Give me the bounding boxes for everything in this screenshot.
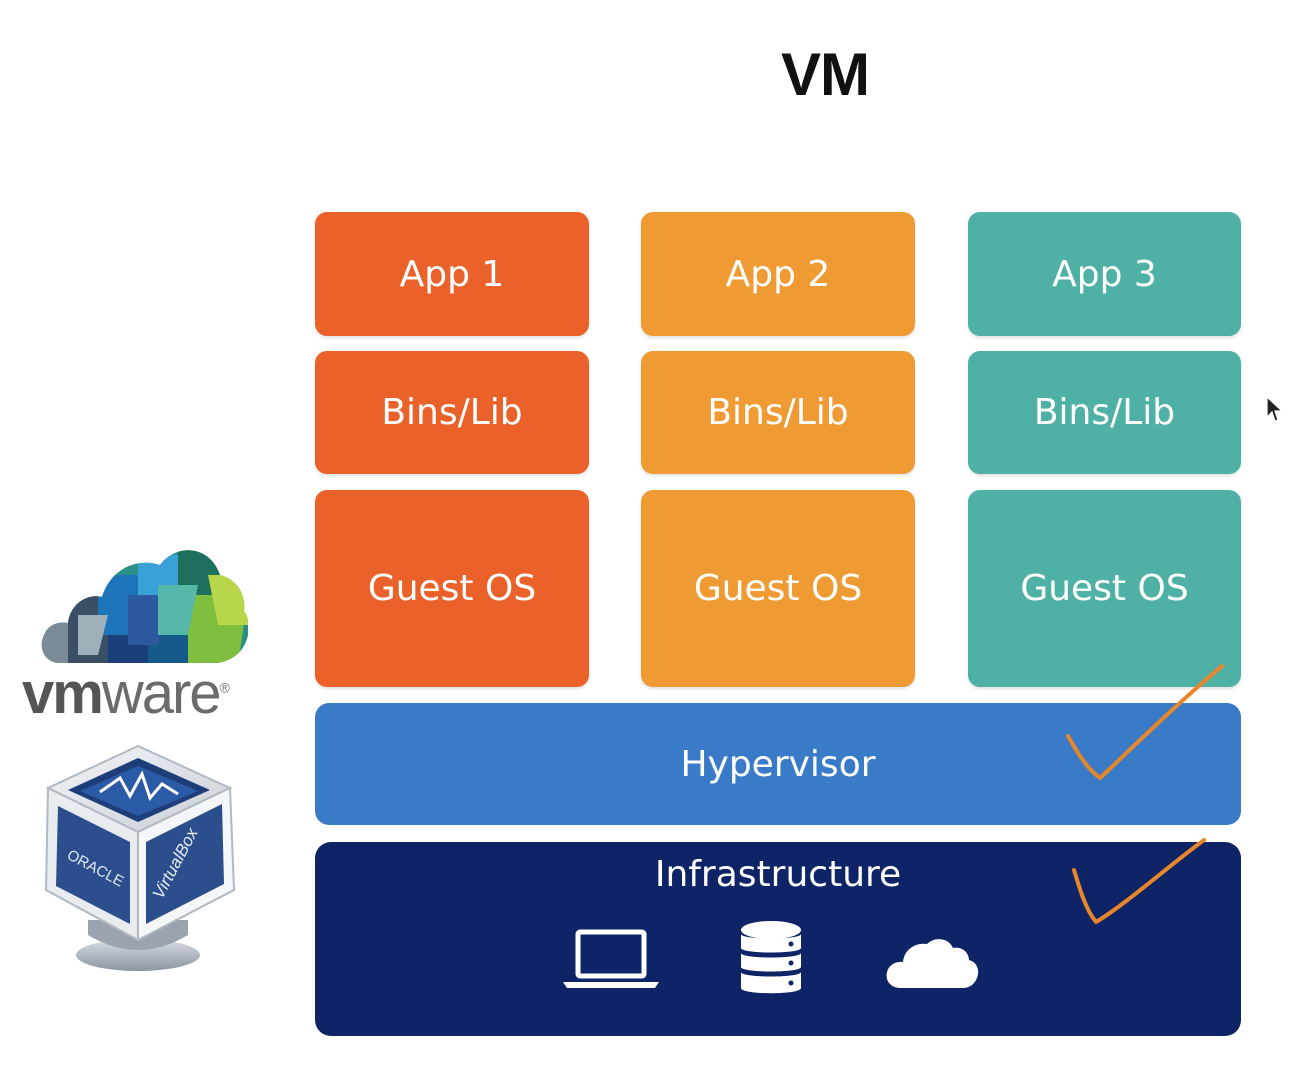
bins-lib-2-block: Bins/Lib [641, 351, 915, 474]
vmware-cloud-logo-icon [41, 550, 248, 664]
mouse-cursor-icon [1266, 396, 1284, 422]
vmware-wordmark: vmware® [22, 660, 272, 727]
app-2-block: App 2 [641, 212, 915, 336]
bins-lib-3-block: Bins/Lib [968, 351, 1241, 474]
cloud-icon [886, 939, 979, 988]
infrastructure-checkmark-icon [1072, 838, 1206, 924]
page-title: VM [781, 41, 870, 108]
vmware-wordmark-vm: vm [22, 661, 104, 726]
infrastructure-layer: Infrastructure [315, 842, 1241, 1036]
vmware-wordmark-ware: ware [101, 661, 222, 726]
virtualbox-logo-icon: ORACLE VirtualBox [44, 744, 236, 971]
database-icon [741, 921, 801, 994]
vmware-registered-mark: ® [219, 679, 230, 696]
app-3-block: App 3 [968, 212, 1241, 336]
infrastructure-label: Infrastructure [654, 854, 902, 895]
guest-os-1-block: Guest OS [315, 490, 589, 687]
bins-lib-1-block: Bins/Lib [315, 351, 589, 474]
guest-os-3-block: Guest OS [968, 490, 1241, 687]
app-1-block: App 1 [315, 212, 589, 336]
laptop-icon [563, 929, 659, 988]
guest-os-2-block: Guest OS [641, 490, 915, 687]
hypervisor-checkmark-icon [1066, 664, 1224, 780]
